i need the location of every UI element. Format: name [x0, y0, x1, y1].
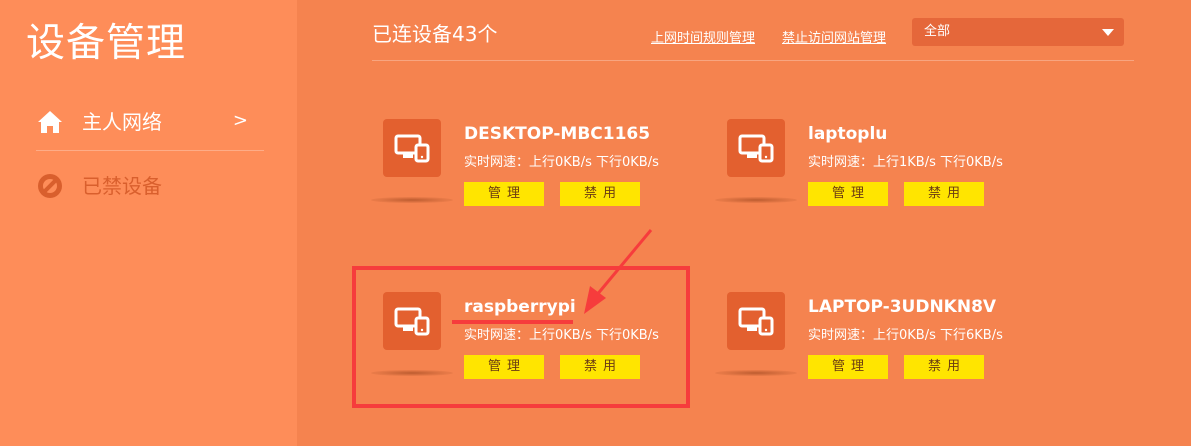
device-icon: [727, 119, 785, 177]
device-card: laptoplu 实时网速：上行1KB/s 下行0KB/s 管理 禁用: [715, 119, 1027, 229]
disable-button[interactable]: 禁用: [904, 355, 984, 379]
disable-button[interactable]: 禁用: [560, 355, 640, 379]
sidebar-item-blocked-devices[interactable]: 已禁设备: [36, 166, 264, 206]
connected-count: 已连设备43个: [372, 22, 498, 46]
device-filter-select[interactable]: 全部: [912, 18, 1124, 46]
device-shadow: [715, 370, 797, 376]
device-icon: [383, 119, 441, 177]
device-name: raspberrypi: [464, 297, 576, 317]
device-speed: 实时网速：上行1KB/s 下行0KB/s: [808, 155, 1003, 170]
device-name: laptoplu: [808, 124, 888, 144]
manage-button[interactable]: 管理: [464, 182, 544, 206]
content-header: 已连设备43个 上网时间规则管理 禁止访问网站管理 全部: [372, 18, 1134, 60]
device-icon: [383, 292, 441, 350]
sidebar-title: 设备管理: [26, 21, 187, 66]
sidebar-item-label: 主人网络: [82, 110, 162, 134]
device-icon-wrap: [715, 292, 797, 376]
disable-button[interactable]: 禁用: [560, 182, 640, 206]
device-speed: 实时网速：上行0KB/s 下行6KB/s: [808, 328, 1003, 343]
manage-button[interactable]: 管理: [808, 182, 888, 206]
device-shadow: [715, 197, 797, 203]
manage-button[interactable]: 管理: [464, 355, 544, 379]
home-icon: [36, 108, 64, 136]
chevron-down-icon: [1102, 29, 1114, 36]
device-name: LAPTOP-3UDNKN8V: [808, 297, 997, 317]
device-icon-wrap: [715, 119, 797, 203]
device-icon: [727, 292, 785, 350]
device-speed: 实时网速：上行0KB/s 下行0KB/s: [464, 155, 659, 170]
sidebar-item-main-network[interactable]: 主人网络 >: [36, 102, 264, 151]
sidebar: 设备管理 主人网络 > 已禁设备: [0, 0, 297, 446]
time-rules-link[interactable]: 上网时间规则管理: [651, 31, 756, 46]
device-icon-wrap: [371, 292, 453, 376]
device-shadow: [371, 370, 453, 376]
blocked-icon: [36, 172, 64, 200]
device-card: DESKTOP-MBC1165 实时网速：上行0KB/s 下行0KB/s 管理 …: [371, 119, 683, 229]
device-name: DESKTOP-MBC1165: [464, 124, 651, 144]
chevron-right-icon: >: [232, 110, 248, 131]
device-shadow: [371, 197, 453, 203]
sidebar-item-label: 已禁设备: [82, 174, 162, 198]
blocked-sites-link[interactable]: 禁止访问网站管理: [782, 31, 887, 46]
device-icon-wrap: [371, 119, 453, 203]
device-card: raspberrypi 实时网速：上行0KB/s 下行0KB/s 管理 禁用: [371, 292, 683, 402]
header-divider: [372, 60, 1134, 61]
disable-button[interactable]: 禁用: [904, 182, 984, 206]
device-filter-value: 全部: [924, 24, 951, 39]
device-card: LAPTOP-3UDNKN8V 实时网速：上行0KB/s 下行6KB/s 管理 …: [715, 292, 1027, 402]
manage-button[interactable]: 管理: [808, 355, 888, 379]
device-speed: 实时网速：上行0KB/s 下行0KB/s: [464, 328, 659, 343]
